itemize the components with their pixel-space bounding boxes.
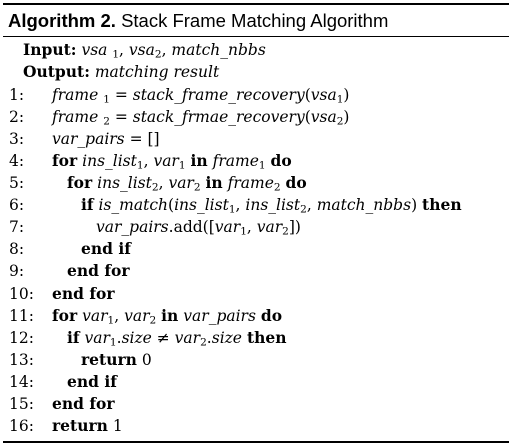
output-keyword: Output: [23, 62, 90, 81]
algorithm-name: Stack Frame Matching Algorithm [121, 10, 389, 31]
line-number: 5: [9, 174, 25, 192]
line-number: 3: [9, 130, 25, 148]
algorithm-box: Algorithm 2. Stack Frame Matching Algori… [3, 3, 509, 443]
line-number: 15: [9, 395, 34, 413]
mid-rule [3, 36, 509, 37]
algorithm-label: Algorithm 2. [8, 10, 116, 31]
algorithm-title: Algorithm 2. Stack Frame Matching Algori… [8, 10, 388, 32]
line-number: 9: [9, 262, 25, 280]
bottom-rule [3, 441, 509, 443]
top-rule [3, 3, 509, 5]
line-number: 8: [9, 240, 25, 258]
output-text: matching result [94, 63, 220, 81]
line-number: 4: [9, 152, 25, 170]
line-number: 16: [9, 417, 34, 435]
line-number: 13: [9, 351, 34, 369]
line-number: 7: [9, 218, 25, 236]
input-keyword: Input: [23, 40, 77, 59]
line-number: 10: [9, 285, 34, 303]
line-number: 1: [9, 86, 25, 104]
line-number: 12: [9, 329, 34, 347]
line-number: 2: [9, 108, 25, 126]
line-number: 11: [9, 307, 34, 325]
line-number: 14: [9, 373, 34, 391]
line-number: 6: [9, 196, 25, 214]
